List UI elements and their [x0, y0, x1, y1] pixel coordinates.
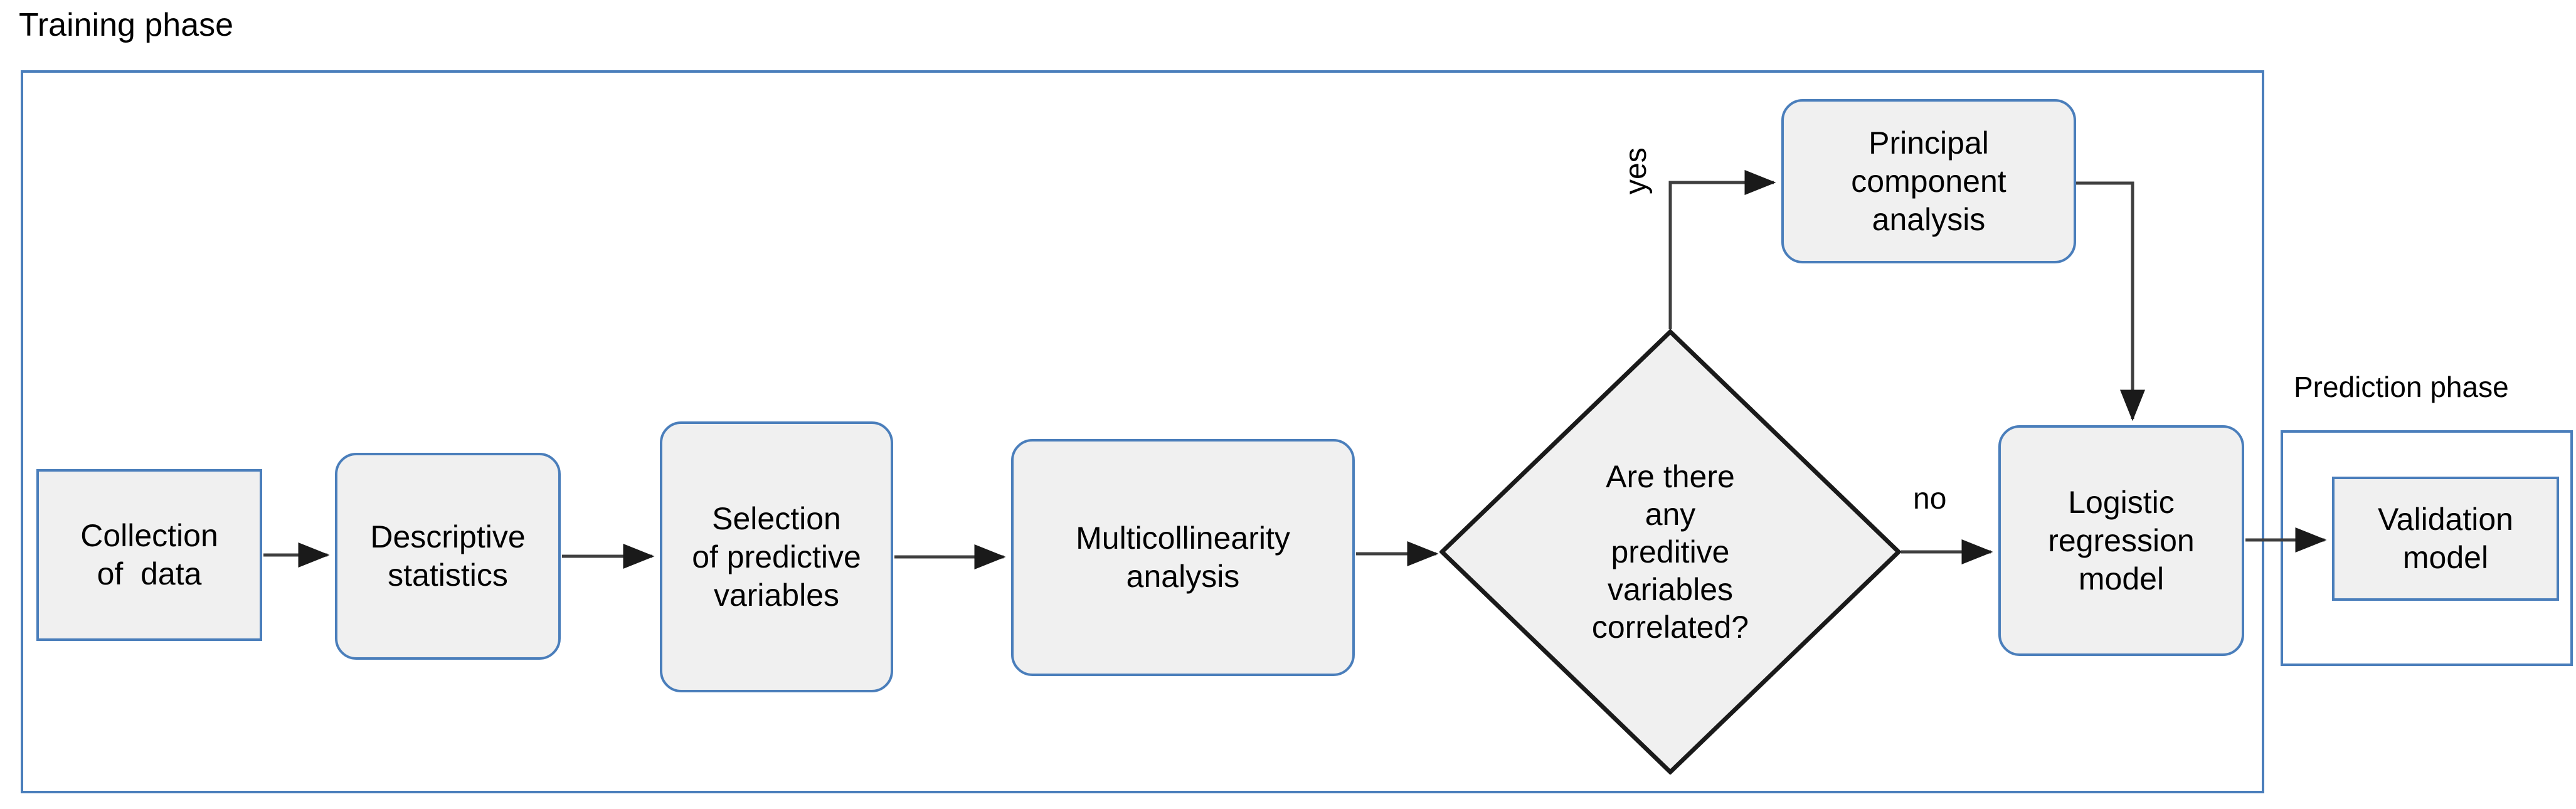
- diamond-shape: [1439, 329, 1901, 775]
- prediction-phase-container: [2281, 430, 2573, 666]
- prediction-phase-label: Prediction phase: [2294, 371, 2509, 403]
- edge-label-no: no: [1913, 482, 1947, 516]
- training-phase-container: [21, 70, 2264, 793]
- edge-label-yes: yes: [1619, 147, 1653, 194]
- training-phase-label: Training phase: [19, 7, 234, 43]
